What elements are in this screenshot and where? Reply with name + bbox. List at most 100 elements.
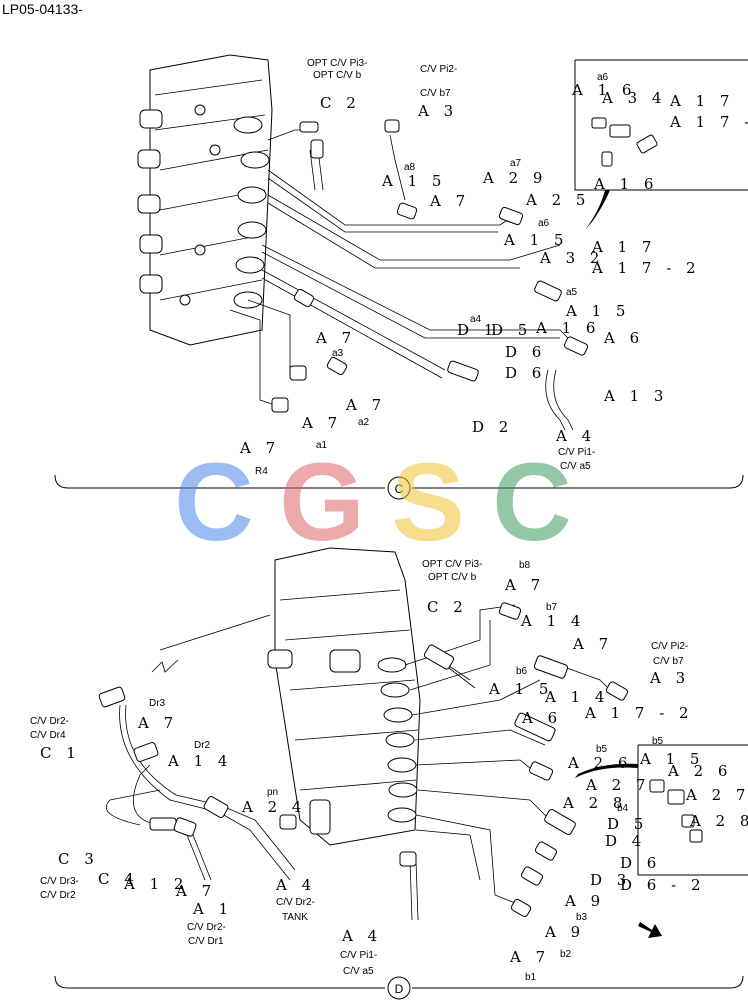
callout-section-d-b5: b5 [596,744,608,755]
watermark-letter-4: C [492,441,571,564]
callout-section-d-cv-dr2-dr4b: C/V Dr4 [30,730,66,741]
callout-section-d-c2: C 2 [427,598,468,616]
callout-section-d-c3: C 3 [58,850,99,868]
callout-section-d-i-a26: A 2 6 [667,762,732,780]
fittings-c [271,119,589,413]
callout-section-d-opt-b: OPT C/V b [428,572,477,583]
callout-section-c-i-a16: A 1 6 [571,81,636,99]
callout-section-c-d1: D 1 [457,321,498,339]
callout-section-d-a1: A 1 [192,900,233,918]
callout-section-c-c2: C 2 [320,94,361,112]
callout-section-c-i-a17b: A 1 7 - [669,113,748,131]
callout-section-d-pn: pn [267,787,278,798]
callout-section-c-a6-1: A 6 [603,329,644,347]
callout-section-d-d4: D 4 [605,832,646,850]
callout-section-d-a6: A 6 [521,709,562,727]
callout-section-d-cv-pi1: C/V Pi1- [340,950,377,961]
callout-section-d-a4-2: A 4 [275,876,316,894]
callout-section-d-a14-1: A 1 4 [520,612,585,630]
direction-arrow [638,922,662,938]
callout-section-d-dr3: Dr3 [149,698,166,709]
callout-section-d-i-a28: A 2 8 [689,812,748,830]
callout-section-d-a26: A 2 6 [567,754,632,772]
callout-section-d-cv-dr3a: C/V Dr3- [40,876,79,887]
callout-section-d-i-a27: A 2 7 [685,786,748,804]
callout-section-d-c4: C 4 [98,870,139,888]
callout-section-c-a5s: a5 [566,287,578,298]
labels-c: OPT C/V Pi3-OPT C/V bC 2C/V Pi2-C/V b7A … [239,58,701,477]
callout-section-c-a7s: a7 [510,158,522,169]
callout-section-c-a7-4: A 7 [301,414,342,432]
callout-section-c-a2s: a2 [358,417,370,428]
callout-section-d-a7-3: A 7 [509,948,550,966]
callout-section-d-a7-2: A 7 [572,635,613,653]
callout-section-c-a7-2: A 7 [315,329,356,347]
callout-section-d-cv-tank-b: TANK [282,912,308,923]
callout-section-d-cv-a5: C/V a5 [343,966,374,977]
callout-section-d-cv-pi2: C/V Pi2- [651,641,688,652]
callout-section-d-a15: A 1 5 [488,680,553,698]
callout-section-d-a17: A 1 7 - 2 [584,704,694,722]
section-d-border: D [54,975,744,1000]
inset-c [574,59,748,230]
callout-section-c-a6s-1: a6 [538,218,550,229]
callout-section-c-i-a16b: A 1 6 [593,175,658,193]
callout-section-d-a4-1: A 4 [341,927,382,945]
callout-section-d-a7-4: A 7 [137,714,178,732]
callout-section-d-a14-3: A 1 4 [167,752,232,770]
callout-section-c-a29: A 2 9 [482,169,547,187]
section-d-marker: D [395,982,404,996]
watermark: C G S C [174,441,571,564]
callout-section-d-dr2: Dr2 [194,740,211,751]
callout-section-d-cv-dr2a: C/V Dr2- [187,922,226,933]
section-c-marker: C [395,482,404,496]
callout-section-d-d6: D 6 [620,854,661,872]
callout-section-d-cv-dr3b: C/V Dr2 [40,890,76,901]
callout-section-c-opt-b: OPT C/V b [313,70,362,81]
callout-section-d-a12: A 1 2 [123,875,188,893]
callout-section-d-b6: b6 [516,666,528,677]
callout-section-d-a14-2: A 1 4 [544,688,609,706]
callout-section-d-b3: b3 [576,912,588,923]
callout-section-c-cv-pi1: C/V Pi1- [558,447,595,458]
callout-section-d-b1: b1 [525,972,537,983]
callout-section-c-a17-2: A 1 7 - 2 [591,259,701,277]
callout-section-c-a4: A 4 [555,427,596,445]
callout-section-c-a16-1: A 1 6 [535,319,600,337]
callout-section-d-a9-1: A 9 [564,892,605,910]
watermark-letter-3: S [391,441,464,564]
callout-section-c-d6: D 6 [505,343,546,361]
break-line [151,659,179,673]
callout-section-d-d6-2: D 6 - 2 [620,876,706,894]
callout-section-c-cv-pi2: C/V Pi2- [420,64,457,75]
callout-section-d-a24: A 2 4 [241,798,306,816]
inset-d [575,744,748,876]
callout-section-c-a15-3: A 1 5 [565,302,630,320]
part-number: LP05-04133- [2,1,83,17]
callout-section-c-a7-5: A 7 [239,439,280,457]
callout-section-c-d2: D 2 [472,418,513,436]
callout-section-c-cv-b7: C/V b7 [420,88,451,99]
callout-section-d-i-a15: A 1 5 [639,750,704,768]
callout-section-d-a7-1: A 7 [504,576,545,594]
watermark-letter-1: C [174,441,253,564]
callout-section-c-a15-1: A 1 5 [381,172,446,190]
callout-section-c-cv-a5: C/V a5 [560,461,591,472]
callout-section-d-b4: b4 [617,803,629,814]
callout-section-c-r4: R4 [255,466,268,477]
section-c-border: C [54,474,744,500]
callout-section-d-cv-dr2-dr4a: C/V Dr2- [30,716,69,727]
watermark-letter-2: G [279,441,365,564]
callout-section-d-cv-tank-a: C/V Dr2- [276,897,315,908]
callout-section-d-a3: A 3 [649,669,690,687]
control-valve-c [137,54,273,346]
callout-section-c-a13: A 1 3 [603,387,668,405]
callout-section-c-i-a34: A 3 4 [601,89,666,107]
callout-section-c-d5: D 5 [491,321,532,339]
callout-section-d-a9-2: A 9 [544,923,585,941]
callout-section-d-cv-dr2b: C/V Dr1 [188,936,224,947]
